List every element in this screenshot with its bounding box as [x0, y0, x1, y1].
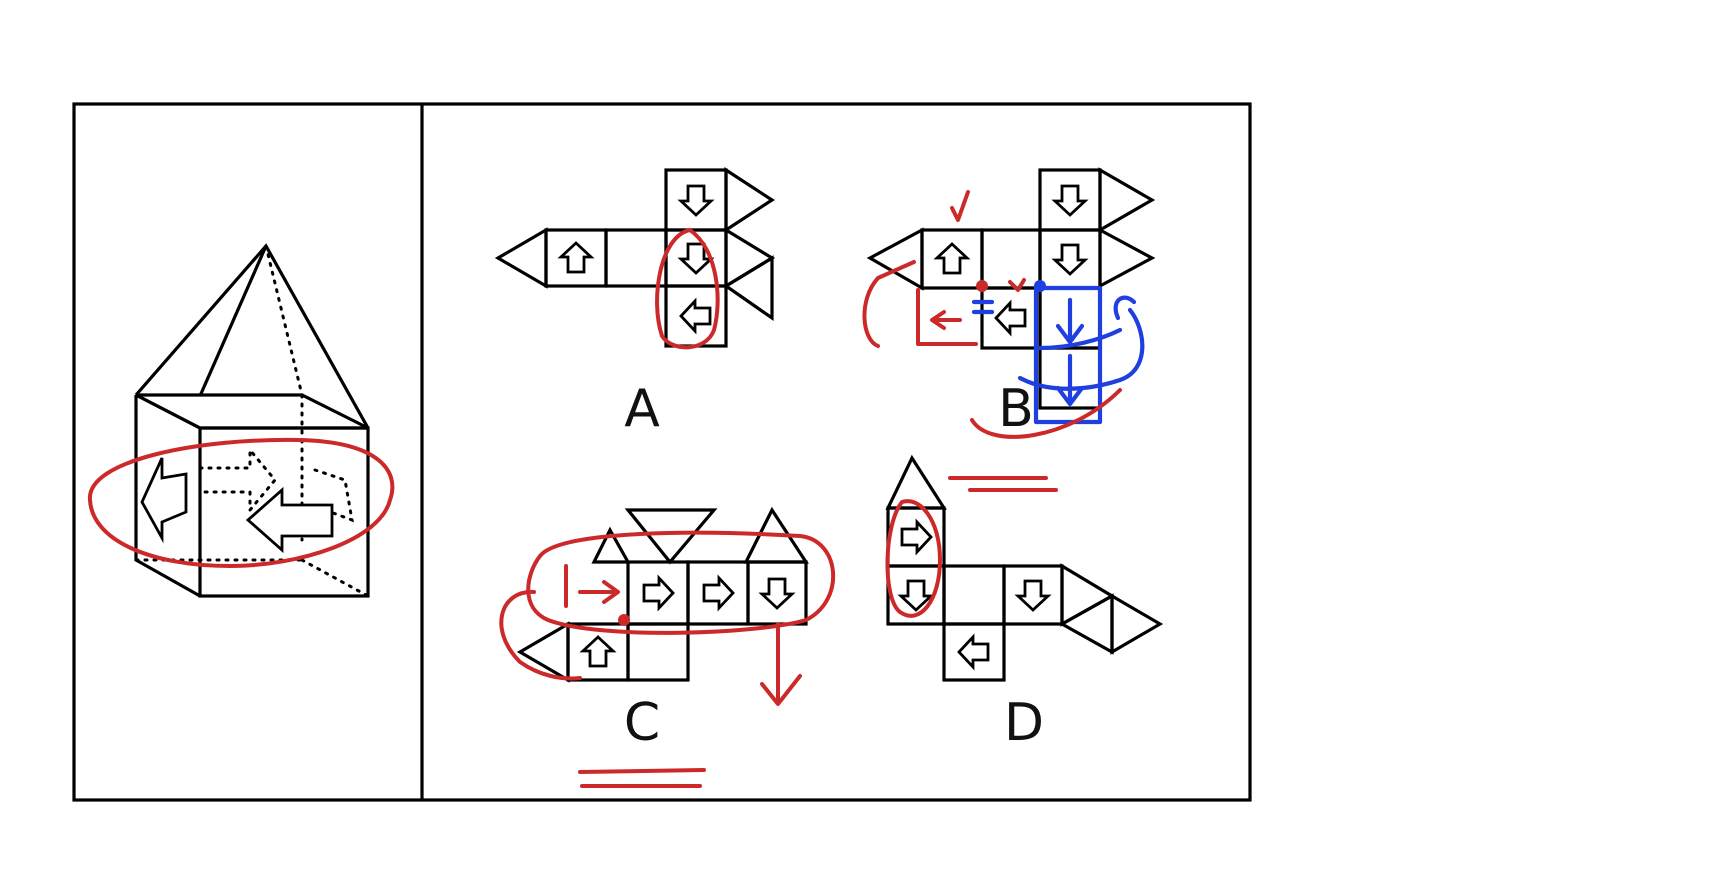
option-label-c: C [624, 693, 660, 753]
arrow-left-icon [679, 299, 712, 333]
red-annotation-ellipse [87, 437, 395, 568]
arrow-up-icon [559, 241, 593, 274]
option-label-a: A [624, 379, 660, 439]
option-label-b: B [998, 379, 1034, 439]
option-label-d: D [1004, 693, 1044, 753]
net-option-c: C [499, 506, 836, 788]
net-option-d: D [885, 454, 1164, 753]
arrow-down-icon [679, 184, 713, 217]
arrow-left-icon [245, 486, 334, 554]
outer-frame [72, 102, 1252, 802]
reference-solid [87, 243, 395, 598]
net-option-b: B [862, 167, 1156, 492]
net-option-a: A [494, 167, 776, 439]
